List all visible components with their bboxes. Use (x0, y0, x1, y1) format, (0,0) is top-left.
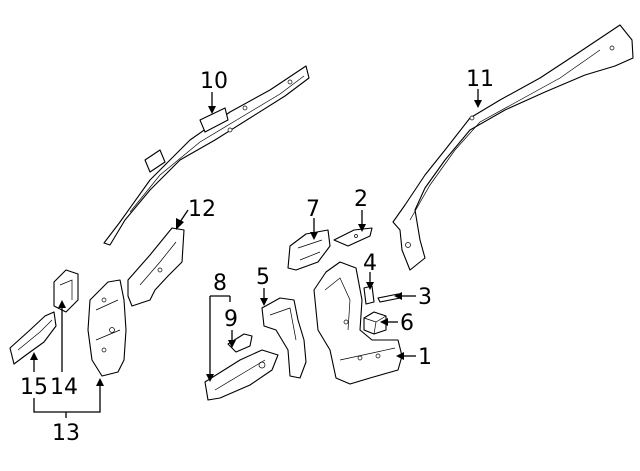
part-4 (363, 285, 375, 305)
part-11-roof-rail (392, 24, 634, 271)
leader-lines (30, 89, 482, 418)
callout-1: 1 (418, 345, 432, 370)
part-6 (363, 311, 387, 335)
callout-3: 3 (418, 285, 432, 310)
part-15 (9, 311, 57, 365)
part-5 (261, 297, 307, 379)
callout-15: 15 (20, 375, 48, 400)
callout-9: 9 (224, 307, 238, 332)
callout-13: 13 (52, 421, 80, 446)
callout-6: 6 (400, 311, 414, 336)
callout-7: 7 (306, 197, 320, 222)
part-1-pillar (313, 261, 403, 385)
callout-labels: 1 2 3 4 5 6 7 8 9 10 11 12 13 14 15 (20, 67, 494, 446)
callout-2: 2 (354, 187, 368, 212)
part-7 (287, 229, 331, 271)
part-12-bracket (127, 227, 185, 307)
callout-10: 10 (200, 69, 228, 94)
part-9 (227, 333, 253, 353)
part-14 (53, 269, 79, 313)
callout-4: 4 (363, 251, 377, 276)
part-2 (333, 227, 373, 247)
part-13-panel (87, 279, 127, 377)
callout-8: 8 (213, 271, 227, 296)
part-10-roof-rail (103, 65, 310, 246)
callout-11: 11 (466, 67, 494, 92)
callout-5: 5 (256, 265, 270, 290)
callout-14: 14 (50, 375, 78, 400)
callout-12: 12 (188, 197, 216, 222)
part-8 (204, 349, 279, 401)
